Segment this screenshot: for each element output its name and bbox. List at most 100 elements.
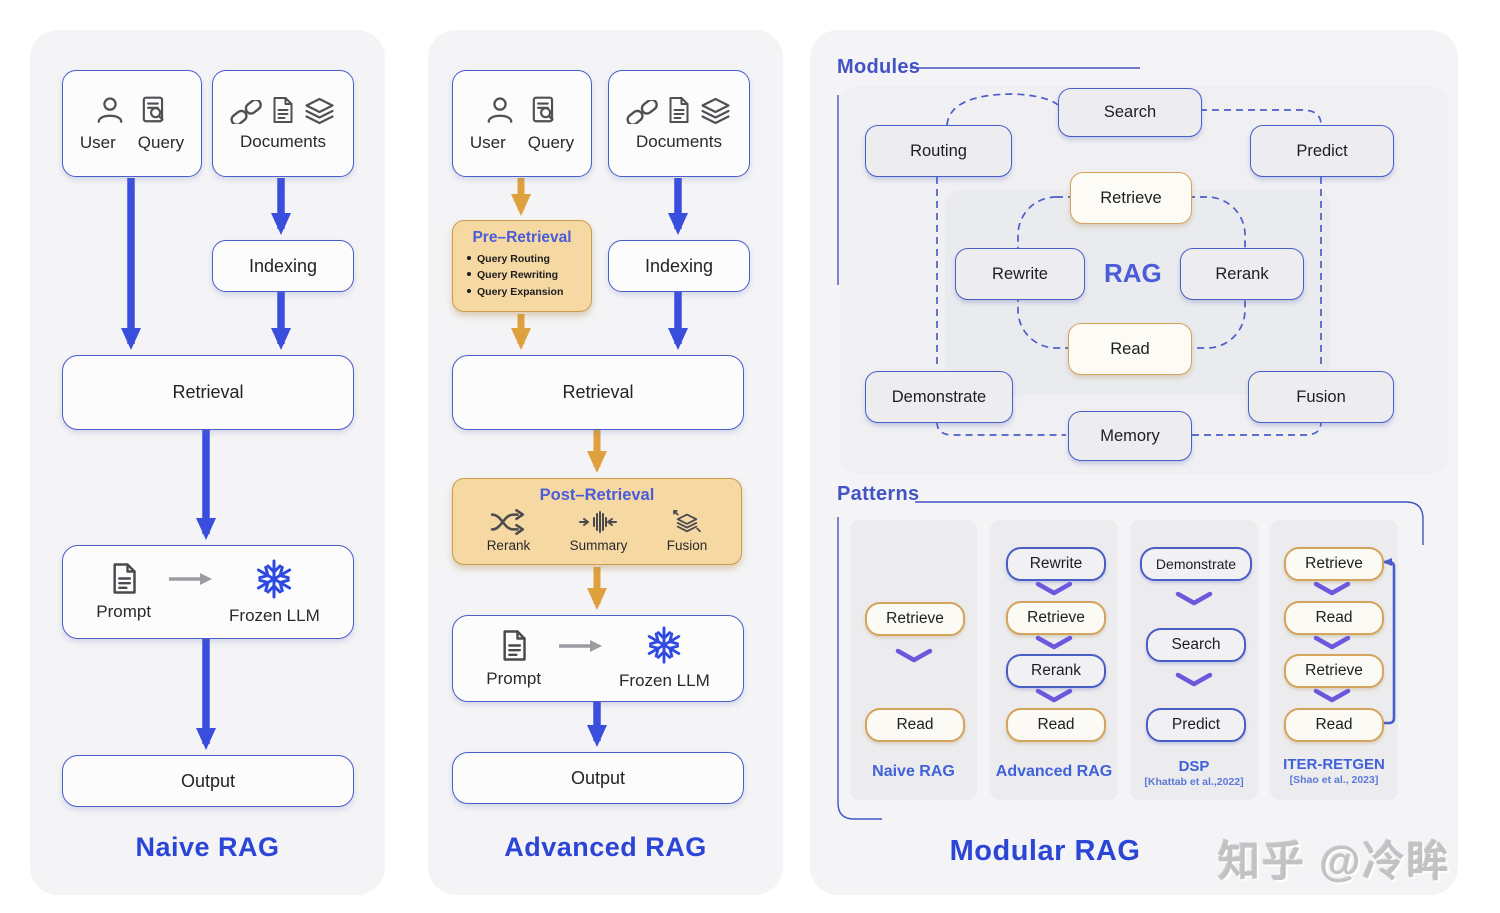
pattern-step: Rewrite <box>1006 547 1106 581</box>
pattern-step-label: Read <box>1315 716 1353 733</box>
pre-retrieval-title: Pre–Retrieval <box>472 229 572 246</box>
naive-output-box: Output <box>62 755 354 807</box>
query-label: Query <box>527 132 575 152</box>
naive-prompt-llm-box: Prompt Frozen LLM <box>62 545 354 639</box>
naive-user-query-box: User Query <box>62 70 202 177</box>
patterns-section-label: Patterns <box>837 483 920 505</box>
pre-retrieval-bullet: Query Routing <box>467 251 591 267</box>
module-memory: Memory <box>1068 411 1192 461</box>
gray-arrow-icon <box>169 573 213 585</box>
module-routing: Routing <box>865 125 1012 177</box>
pattern-step: Retrieve <box>1284 547 1384 581</box>
chevron-down-icon <box>895 648 933 663</box>
prompt-doc-icon <box>503 629 526 661</box>
output-label: Output <box>570 767 626 788</box>
query-icon <box>142 96 164 122</box>
layers-icon <box>701 97 730 124</box>
user-icon <box>97 96 123 123</box>
pattern-name: DSP <box>1178 758 1210 775</box>
prompt-doc-icon <box>113 563 136 594</box>
pattern-step: Read <box>1284 708 1384 742</box>
documents-label: Documents <box>636 131 722 151</box>
module-read: Read <box>1068 323 1192 375</box>
advanced-documents-box: Documents <box>608 70 750 177</box>
naive-retrieval-box: Retrieval <box>62 355 354 430</box>
pattern-step-label: Read <box>896 716 934 733</box>
pattern-citation: [Shao et al., 2023] <box>1289 774 1379 786</box>
user-label: User <box>79 132 116 152</box>
pre-retrieval-box: Pre–Retrieval Query Routing Query Rewrit… <box>452 220 592 312</box>
snowflake-icon <box>648 626 681 664</box>
module-demonstrate: Demonstrate <box>865 371 1013 423</box>
rerank-label: Rerank <box>486 538 531 553</box>
pattern-advanced-rag: Rewrite Retrieve Rerank Read Advanced RA… <box>990 520 1118 800</box>
post-retrieval-box: Post–Retrieval Rerank <box>452 478 742 565</box>
document-icon <box>669 96 689 123</box>
advanced-rag-title: Advanced RAG <box>504 832 707 862</box>
frozen-llm-label: Frozen LLM <box>229 605 320 625</box>
naive-documents-box: Documents <box>212 70 354 177</box>
advanced-user-query-box: User Query <box>452 70 592 177</box>
pattern-step-label: Retrieve <box>886 610 944 627</box>
pattern-step: Read <box>865 708 965 742</box>
pattern-step-label: Predict <box>1171 716 1221 733</box>
summary-label: Summary <box>569 538 628 553</box>
pattern-step-label: Rewrite <box>1029 555 1083 572</box>
module-predict-label: Predict <box>1296 141 1348 160</box>
advanced-output-box: Output <box>452 752 744 804</box>
pattern-step-label: Rerank <box>1031 662 1081 679</box>
pattern-step: Retrieve <box>865 602 965 636</box>
chevron-down-icon <box>1035 581 1073 596</box>
summary-icon <box>579 511 618 533</box>
link-icon <box>230 99 262 124</box>
pattern-step-label: Demonstrate <box>1155 556 1237 572</box>
gray-arrow-icon <box>559 639 603 652</box>
pattern-step: Read <box>1006 708 1106 742</box>
module-memory-label: Memory <box>1100 426 1160 445</box>
module-predict: Predict <box>1250 125 1394 177</box>
module-read-label: Read <box>1110 339 1150 358</box>
fusion-label: Fusion <box>666 538 708 553</box>
rag-center-label: RAG <box>1104 258 1162 288</box>
advanced-indexing-box: Indexing <box>608 240 750 292</box>
pre-retrieval-bullets: Query Routing Query Rewriting Query Expa… <box>467 251 591 300</box>
module-routing-label: Routing <box>910 141 967 160</box>
indexing-label: Indexing <box>644 255 714 276</box>
output-label: Output <box>180 770 236 791</box>
pattern-step-label: Retrieve <box>1027 609 1085 626</box>
modules-section-label: Modules <box>837 56 921 78</box>
module-rerank: Rerank <box>1180 248 1304 300</box>
module-search: Search <box>1058 88 1202 137</box>
chevron-down-icon <box>1313 581 1351 596</box>
naive-rag-title: Naive RAG <box>135 832 280 862</box>
post-retrieval-title: Post–Retrieval <box>539 486 655 504</box>
pattern-step: Predict <box>1146 708 1246 742</box>
pattern-step-label: Retrieve <box>1305 662 1363 679</box>
module-retrieve: Retrieve <box>1070 172 1192 224</box>
pattern-step-label: Search <box>1171 636 1221 653</box>
chevron-down-icon <box>1313 688 1351 703</box>
pattern-step-label: Read <box>1315 609 1353 626</box>
pattern-step-label: Read <box>1037 716 1075 733</box>
pattern-dsp: Demonstrate Search Predict DSP [Khattab … <box>1130 520 1258 800</box>
pattern-name: Advanced RAG <box>995 763 1113 780</box>
advanced-prompt-llm-box: Prompt Frozen LLM <box>452 615 744 702</box>
rerank-icon <box>491 509 525 535</box>
module-rewrite: Rewrite <box>955 248 1085 300</box>
chevron-down-icon <box>1035 635 1073 650</box>
indexing-label: Indexing <box>248 255 318 276</box>
document-icon <box>273 96 293 123</box>
pattern-step: Retrieve <box>1006 601 1106 635</box>
module-fusion: Fusion <box>1248 371 1394 423</box>
naive-indexing-box: Indexing <box>212 240 354 292</box>
retrieval-label: Retrieval <box>172 382 244 402</box>
modular-rag-panel: Modules Search Routing Predict Retrieve … <box>810 30 1458 895</box>
pattern-naive-rag: Retrieve Read Naive RAG <box>850 520 977 800</box>
pattern-step-label: Retrieve <box>1305 555 1363 572</box>
pattern-citation: [Khattab et al.,2022] <box>1144 776 1244 788</box>
prompt-label: Prompt <box>486 668 542 688</box>
chevron-down-icon <box>1313 635 1351 650</box>
module-retrieve-label: Retrieve <box>1100 188 1162 207</box>
pattern-step: Rerank <box>1006 654 1106 688</box>
